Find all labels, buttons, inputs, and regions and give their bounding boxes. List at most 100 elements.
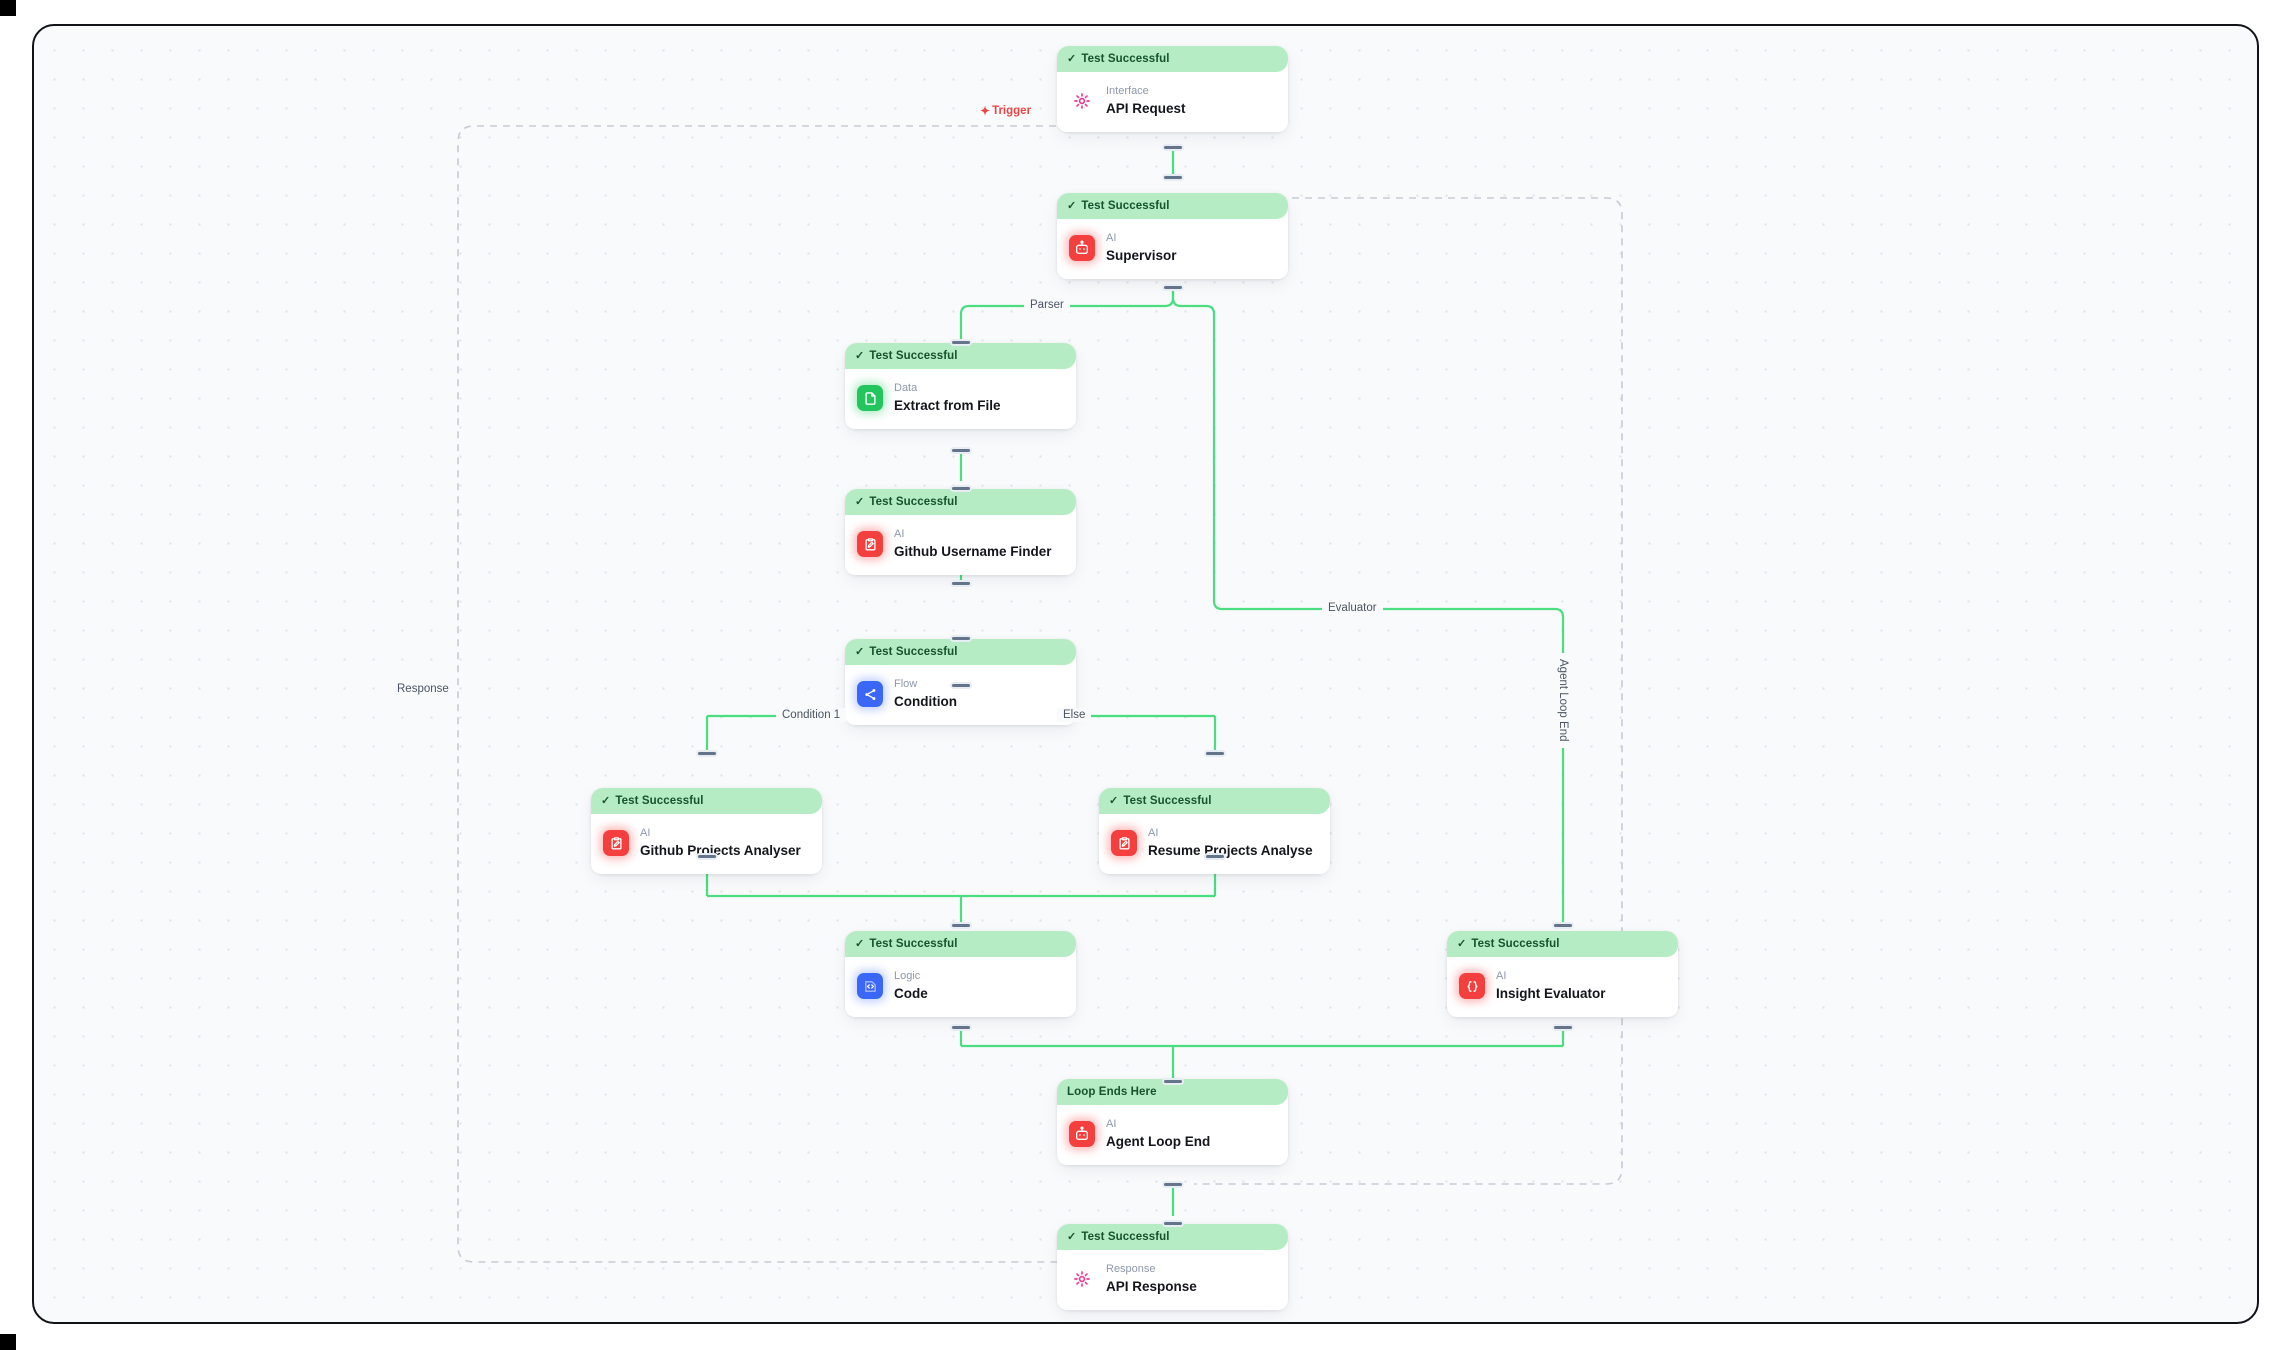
- node-kind: Response: [1106, 1263, 1156, 1275]
- handle-supervisor-bottom[interactable]: [1162, 284, 1184, 291]
- node-text: AI Github Username Finder: [894, 528, 1052, 560]
- node-status-text: Test Successful: [1123, 795, 1212, 807]
- edge-label-else: Else: [1057, 708, 1092, 722]
- node-status-text: Test Successful: [869, 350, 958, 362]
- node-kind: Logic: [894, 970, 921, 982]
- check-icon: ✓: [855, 495, 865, 508]
- check-icon: ✓: [1109, 794, 1119, 807]
- ai-clipboard-pencil-icon: [857, 531, 883, 558]
- handle-code-bottom[interactable]: [950, 1024, 972, 1031]
- node-title: Code: [894, 985, 928, 1001]
- check-icon: ✓: [1067, 199, 1077, 212]
- node-body: AI Github Username Finder: [845, 515, 1076, 576]
- handle-api-response-top[interactable]: [1162, 1220, 1184, 1227]
- node-status-badge: ✓ Test Successful: [845, 931, 1076, 957]
- ai-robot-icon: [1069, 1121, 1095, 1148]
- logic-code-icon: [857, 973, 883, 1000]
- node-status-badge: ✓ Test Successful: [845, 489, 1076, 515]
- node-status-badge: ✓ Test Successful: [1057, 46, 1288, 72]
- node-github-username-finder[interactable]: ✓ Test Successful AI Github Username Fin…: [845, 489, 1076, 576]
- handle-extract-top[interactable]: [950, 339, 972, 346]
- ai-robot-icon: [1069, 235, 1095, 262]
- node-kind: Data: [894, 382, 918, 394]
- node-insight-evaluator[interactable]: ✓ Test Successful AI Insight Evaluator: [1447, 931, 1678, 1018]
- node-agent-loop-end[interactable]: Loop Ends Here AI Agent Loop End: [1057, 1079, 1288, 1166]
- node-status-badge: ✓ Test Successful: [591, 788, 822, 814]
- handle-loop-end-top[interactable]: [1162, 1078, 1184, 1085]
- node-body: Data Extract from File: [845, 369, 1076, 430]
- node-status-text: Test Successful: [1081, 200, 1170, 212]
- check-icon: ✓: [855, 349, 865, 362]
- handle-username-finder-top[interactable]: [950, 485, 972, 492]
- node-title: API Request: [1106, 100, 1186, 116]
- handle-gh-projects-bottom[interactable]: [696, 853, 718, 860]
- check-icon: ✓: [855, 937, 865, 950]
- node-api-response[interactable]: ✓ Test Successful Response API Response: [1057, 1224, 1288, 1311]
- node-status-badge: ✓ Test Successful: [845, 343, 1076, 369]
- node-kind: AI: [640, 827, 651, 839]
- check-icon: ✓: [601, 794, 611, 807]
- node-body: Response API Response: [1057, 1250, 1288, 1311]
- node-title: Supervisor: [1106, 247, 1177, 263]
- node-body: Logic Code: [845, 957, 1076, 1018]
- node-code[interactable]: ✓ Test Successful Logic Code: [845, 931, 1076, 1018]
- handle-condition-bottom[interactable]: [950, 682, 972, 689]
- check-icon: ✓: [1067, 1230, 1077, 1243]
- node-text: Response API Response: [1106, 1263, 1197, 1295]
- handle-api-request-bottom[interactable]: [1162, 144, 1184, 151]
- node-text: AI Agent Loop End: [1106, 1118, 1210, 1150]
- node-kind: Flow: [894, 678, 918, 690]
- node-extract-from-file[interactable]: ✓ Test Successful Data Extract from File: [845, 343, 1076, 430]
- handle-insight-bottom[interactable]: [1552, 1024, 1574, 1031]
- ai-clipboard-pencil-icon: [1111, 830, 1137, 857]
- node-resume-projects-analyse[interactable]: ✓ Test Successful AI Resume Projects Ana…: [1099, 788, 1330, 875]
- node-condition[interactable]: ✓ Test Successful Flow Condition: [845, 639, 1076, 726]
- node-body: Interface API Request: [1057, 72, 1288, 133]
- node-text: Interface API Request: [1106, 85, 1186, 117]
- node-status-badge: ✓ Test Successful: [1099, 788, 1330, 814]
- handle-extract-bottom[interactable]: [950, 447, 972, 454]
- edge-label-parser: Parser: [1024, 298, 1070, 312]
- node-body: AI Supervisor: [1057, 219, 1288, 280]
- node-github-projects-analyser[interactable]: ✓ Test Successful AI Github Projects Ana…: [591, 788, 822, 875]
- node-status-badge: ✓ Test Successful: [1447, 931, 1678, 957]
- node-status-text: Test Successful: [615, 795, 704, 807]
- ai-clipboard-pencil-icon: [603, 830, 629, 857]
- handle-gh-projects-top[interactable]: [696, 750, 718, 757]
- node-title: API Response: [1106, 1278, 1197, 1294]
- node-body: AI Agent Loop End: [1057, 1105, 1288, 1166]
- handle-resume-top[interactable]: [1204, 750, 1226, 757]
- check-icon: ✓: [1067, 52, 1077, 65]
- response-gear-icon: [1069, 1266, 1095, 1292]
- node-body: Flow Condition: [845, 665, 1076, 726]
- corner-mark-top-left: [0, 0, 16, 16]
- handle-username-finder-bottom[interactable]: [950, 580, 972, 587]
- handle-supervisor-top[interactable]: [1162, 174, 1184, 181]
- node-text: AI Github Projects Analyser: [640, 827, 801, 859]
- handle-condition-top[interactable]: [950, 635, 972, 642]
- data-document-icon: [857, 385, 883, 412]
- node-status-text: Test Successful: [869, 496, 958, 508]
- node-api-request[interactable]: ✓ Test Successful Interface API Request: [1057, 46, 1288, 133]
- edge-label-agent-loop-end: Agent Loop End: [1556, 653, 1570, 748]
- node-supervisor[interactable]: ✓ Test Successful AI Supervisor: [1057, 193, 1288, 280]
- check-icon: ✓: [855, 645, 865, 658]
- interface-gear-icon: [1069, 88, 1095, 114]
- handle-insight-top[interactable]: [1552, 922, 1574, 929]
- handle-loop-end-bottom[interactable]: [1162, 1181, 1184, 1188]
- node-text: Flow Condition: [894, 678, 957, 710]
- node-kind: AI: [894, 528, 905, 540]
- node-kind: AI: [1106, 232, 1117, 244]
- node-status-text: Test Successful: [869, 646, 958, 658]
- workflow-canvas[interactable]: ✦ Trigger Parser Evaluator Response Cond…: [32, 24, 2259, 1324]
- node-title: Github Username Finder: [894, 543, 1052, 559]
- node-title: Github Projects Analyser: [640, 842, 801, 858]
- node-kind: Interface: [1106, 85, 1149, 97]
- handle-resume-bottom[interactable]: [1204, 853, 1226, 860]
- sparkle-icon: ✦: [980, 104, 991, 118]
- node-status-text: Test Successful: [869, 938, 958, 950]
- node-body: AI Insight Evaluator: [1447, 957, 1678, 1018]
- node-status-text: Test Successful: [1471, 938, 1560, 950]
- handle-code-top[interactable]: [950, 922, 972, 929]
- node-body: AI Github Projects Analyser: [591, 814, 822, 875]
